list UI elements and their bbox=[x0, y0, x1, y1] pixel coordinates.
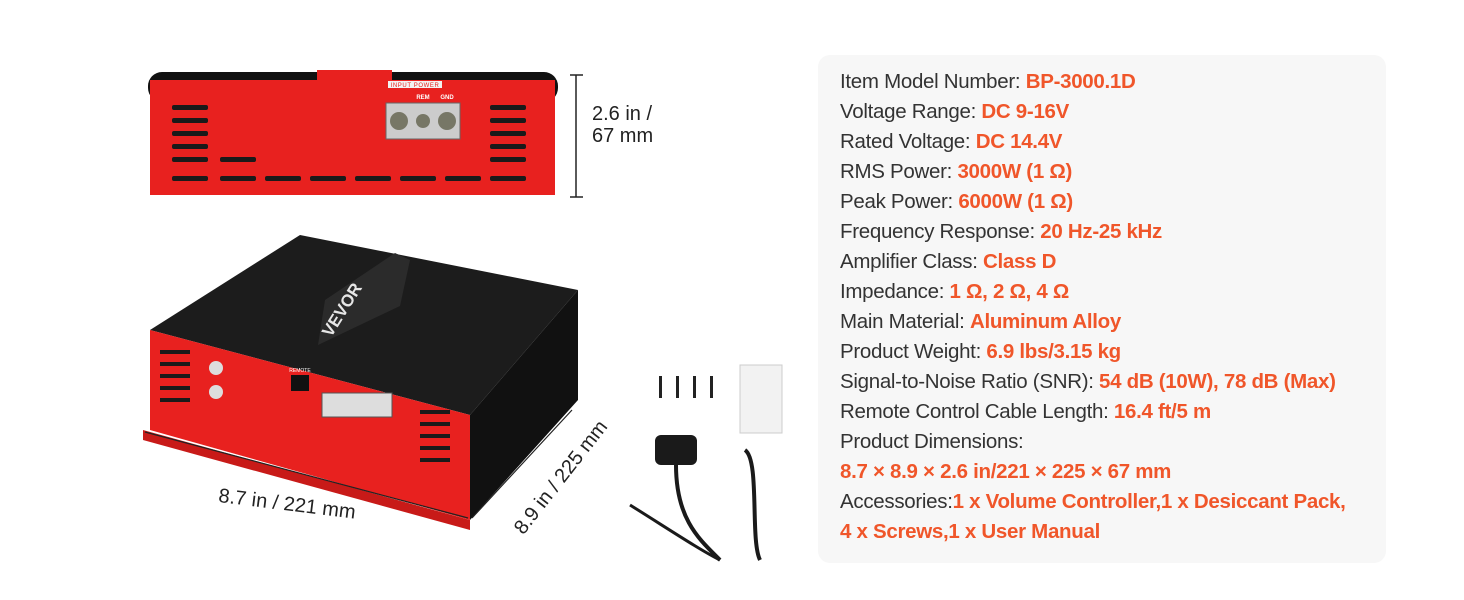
spec-label: Rated Voltage: bbox=[840, 130, 976, 153]
spec-value: 8.7 × 8.9 × 2.6 in/221 × 225 × 67 mm bbox=[840, 460, 1172, 483]
spec-value: 4 x Screws,1 x User Manual bbox=[840, 520, 1100, 543]
spec-label: Amplifier Class: bbox=[840, 250, 983, 273]
spec-label: Signal-to-Noise Ratio (SNR): bbox=[840, 370, 1100, 393]
spec-value: DC 14.4V bbox=[975, 130, 1063, 153]
spec-item: Rated Voltage: DC 14.4V bbox=[840, 127, 1346, 157]
spec-item: Peak Power: 6000W (1 Ω) bbox=[840, 187, 1346, 217]
spec-item: Signal-to-Noise Ratio (SNR): 54 dB (10W)… bbox=[840, 367, 1346, 397]
spec-label: Remote Control Cable Length: bbox=[840, 400, 1114, 423]
spec-label: Frequency Response: bbox=[840, 220, 1041, 243]
spec-label: Main Material: bbox=[840, 310, 970, 333]
spec-item: Product Dimensions: bbox=[840, 427, 1346, 457]
spec-label: Impedance: bbox=[840, 280, 950, 303]
spec-value: 1 Ω, 2 Ω, 4 Ω bbox=[949, 280, 1070, 303]
height-line-1: 2.6 in / bbox=[592, 103, 653, 125]
amplifier-3d-view: VEVOR REMOTE bbox=[143, 235, 578, 530]
spec-item: 8.7 × 8.9 × 2.6 in/221 × 225 × 67 mm bbox=[840, 457, 1346, 487]
spec-item: 4 x Screws,1 x User Manual bbox=[840, 517, 1346, 547]
spec-item: Accessories:1 x Volume Controller,1 x De… bbox=[840, 487, 1346, 517]
spec-item: Impedance: 1 Ω, 2 Ω, 4 Ω bbox=[840, 277, 1346, 307]
spec-value: BP-3000.1D bbox=[1025, 70, 1136, 93]
spec-label: Product Dimensions: bbox=[840, 430, 1024, 453]
accessories-illustration bbox=[629, 364, 783, 562]
spec-value: Class D bbox=[983, 250, 1057, 273]
spec-value: 20 Hz-25 kHz bbox=[1040, 220, 1162, 243]
spec-value: 1 x Volume Controller,1 x Desiccant Pack… bbox=[952, 490, 1346, 513]
spec-item: RMS Power: 3000W (1 Ω) bbox=[840, 157, 1346, 187]
spec-label: Peak Power: bbox=[840, 190, 959, 213]
terminal-label-gnd: GND bbox=[440, 95, 454, 101]
spec-item: Remote Control Cable Length: 16.4 ft/5 m bbox=[840, 397, 1346, 427]
height-line-2: 67 mm bbox=[592, 125, 654, 147]
input-power-label: INPUT POWER bbox=[391, 83, 440, 89]
spec-value: Aluminum Alloy bbox=[969, 310, 1122, 333]
spec-label: Voltage Range: bbox=[840, 100, 982, 123]
spec-item: Voltage Range: DC 9-16V bbox=[840, 97, 1346, 127]
spec-value: 6.9 lbs/3.15 kg bbox=[986, 340, 1121, 363]
spec-value: 54 dB (10W), 78 dB (Max) bbox=[1099, 370, 1336, 393]
amplifier-side-view: INPUT POWER REM GND bbox=[148, 70, 583, 198]
spec-item: Product Weight: 6.9 lbs/3.15 kg bbox=[840, 337, 1346, 367]
spec-item: Main Material: Aluminum Alloy bbox=[840, 307, 1346, 337]
spec-value: 16.4 ft/5 m bbox=[1113, 400, 1211, 423]
remote-port-label: REMOTE bbox=[289, 368, 311, 374]
spec-item: Frequency Response: 20 Hz-25 kHz bbox=[840, 217, 1346, 247]
height-dimension-label: 2.6 in / 67 mm bbox=[592, 103, 653, 147]
spec-label: RMS Power: bbox=[840, 160, 958, 183]
spec-value: 6000W (1 Ω) bbox=[958, 190, 1073, 213]
spec-value: 3000W (1 Ω) bbox=[957, 160, 1072, 183]
spec-value: DC 9-16V bbox=[981, 100, 1070, 123]
terminal-label-rem: REM bbox=[416, 95, 429, 101]
spec-label: Accessories: bbox=[840, 490, 953, 513]
spec-item: Item Model Number: BP-3000.1D bbox=[840, 67, 1346, 97]
spec-label: Product Weight: bbox=[840, 340, 987, 363]
spec-item: Amplifier Class: Class D bbox=[840, 247, 1346, 277]
spec-label: Item Model Number: bbox=[840, 70, 1026, 93]
